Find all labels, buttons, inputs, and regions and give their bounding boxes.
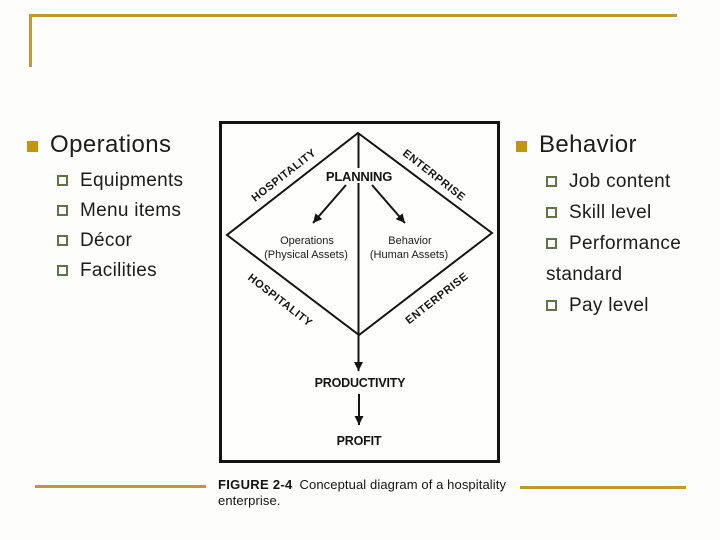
filled-square-bullet-icon <box>27 140 38 152</box>
list-item: Performance standard <box>546 228 713 290</box>
profit-label: PROFIT <box>337 434 382 448</box>
planning-to-operations-arrow <box>312 184 347 224</box>
list-item-label: Décor <box>80 230 133 251</box>
planning-label-backing <box>323 168 395 183</box>
operations-heading-row: Operations <box>27 131 215 159</box>
bottom-right-gold-rule <box>520 486 686 489</box>
list-item-label: Menu items <box>80 200 182 221</box>
hollow-square-bullet-icon <box>57 235 68 246</box>
list-item-label: Skill level <box>569 202 652 223</box>
hollow-square-bullet-icon <box>57 205 68 216</box>
hollow-square-bullet-icon <box>546 176 557 187</box>
filled-square-bullet-icon <box>516 140 527 152</box>
bottom-left-gold-rule <box>35 485 206 488</box>
top-left-gold-rule-vertical <box>29 14 32 67</box>
hollow-square-bullet-icon <box>57 175 68 186</box>
list-item-label: Facilities <box>80 260 157 281</box>
hollow-square-bullet-icon <box>546 207 557 218</box>
behavior-node-subtitle: (Human Assets) <box>370 249 448 261</box>
hollow-square-bullet-icon <box>57 265 68 276</box>
list-item-label: Performance standard <box>546 233 682 285</box>
operations-node-title: Operations <box>280 235 334 247</box>
list-item-label: Equipments <box>80 170 184 191</box>
behavior-title: Behavior <box>539 131 637 158</box>
list-item: Facilities <box>57 256 215 286</box>
hollow-square-bullet-icon <box>546 238 557 249</box>
list-item: Skill level <box>546 197 713 228</box>
operations-title: Operations <box>50 131 172 158</box>
productivity-label: PRODUCTIVITY <box>315 376 407 390</box>
behavior-heading-row: Behavior <box>516 131 713 159</box>
behavior-node-title: Behavior <box>388 235 432 247</box>
operations-node-subtitle: (Physical Assets) <box>264 249 348 261</box>
behavior-section: Behavior Job content Skill level Perform… <box>516 131 713 321</box>
list-item: Menu items <box>57 196 215 226</box>
list-item-label: Pay level <box>569 295 649 316</box>
diagram-svg: PLANNING Operations (Physical Assets) Be… <box>219 121 500 463</box>
list-item: Décor <box>57 226 215 256</box>
planning-to-behavior-arrow <box>371 184 406 224</box>
figure-caption-text: Conceptual diagram of a hospitality ente… <box>218 477 507 508</box>
list-item: Pay level <box>546 290 713 321</box>
operations-section: Operations Equipments Menu items Décor F… <box>27 131 215 286</box>
operations-list: Equipments Menu items Décor Facilities <box>57 166 215 286</box>
hospitality-diagram-figure: PLANNING Operations (Physical Assets) Be… <box>219 121 500 463</box>
hollow-square-bullet-icon <box>546 300 557 311</box>
top-gold-rule <box>29 14 677 17</box>
planning-label: PLANNING <box>326 169 392 184</box>
list-item: Job content <box>546 166 713 197</box>
list-item: Equipments <box>57 166 215 196</box>
figure-caption-number: FIGURE 2-4 <box>218 477 293 492</box>
list-item-label: Job content <box>569 171 671 192</box>
behavior-list: Job content Skill level Performance stan… <box>546 166 713 321</box>
